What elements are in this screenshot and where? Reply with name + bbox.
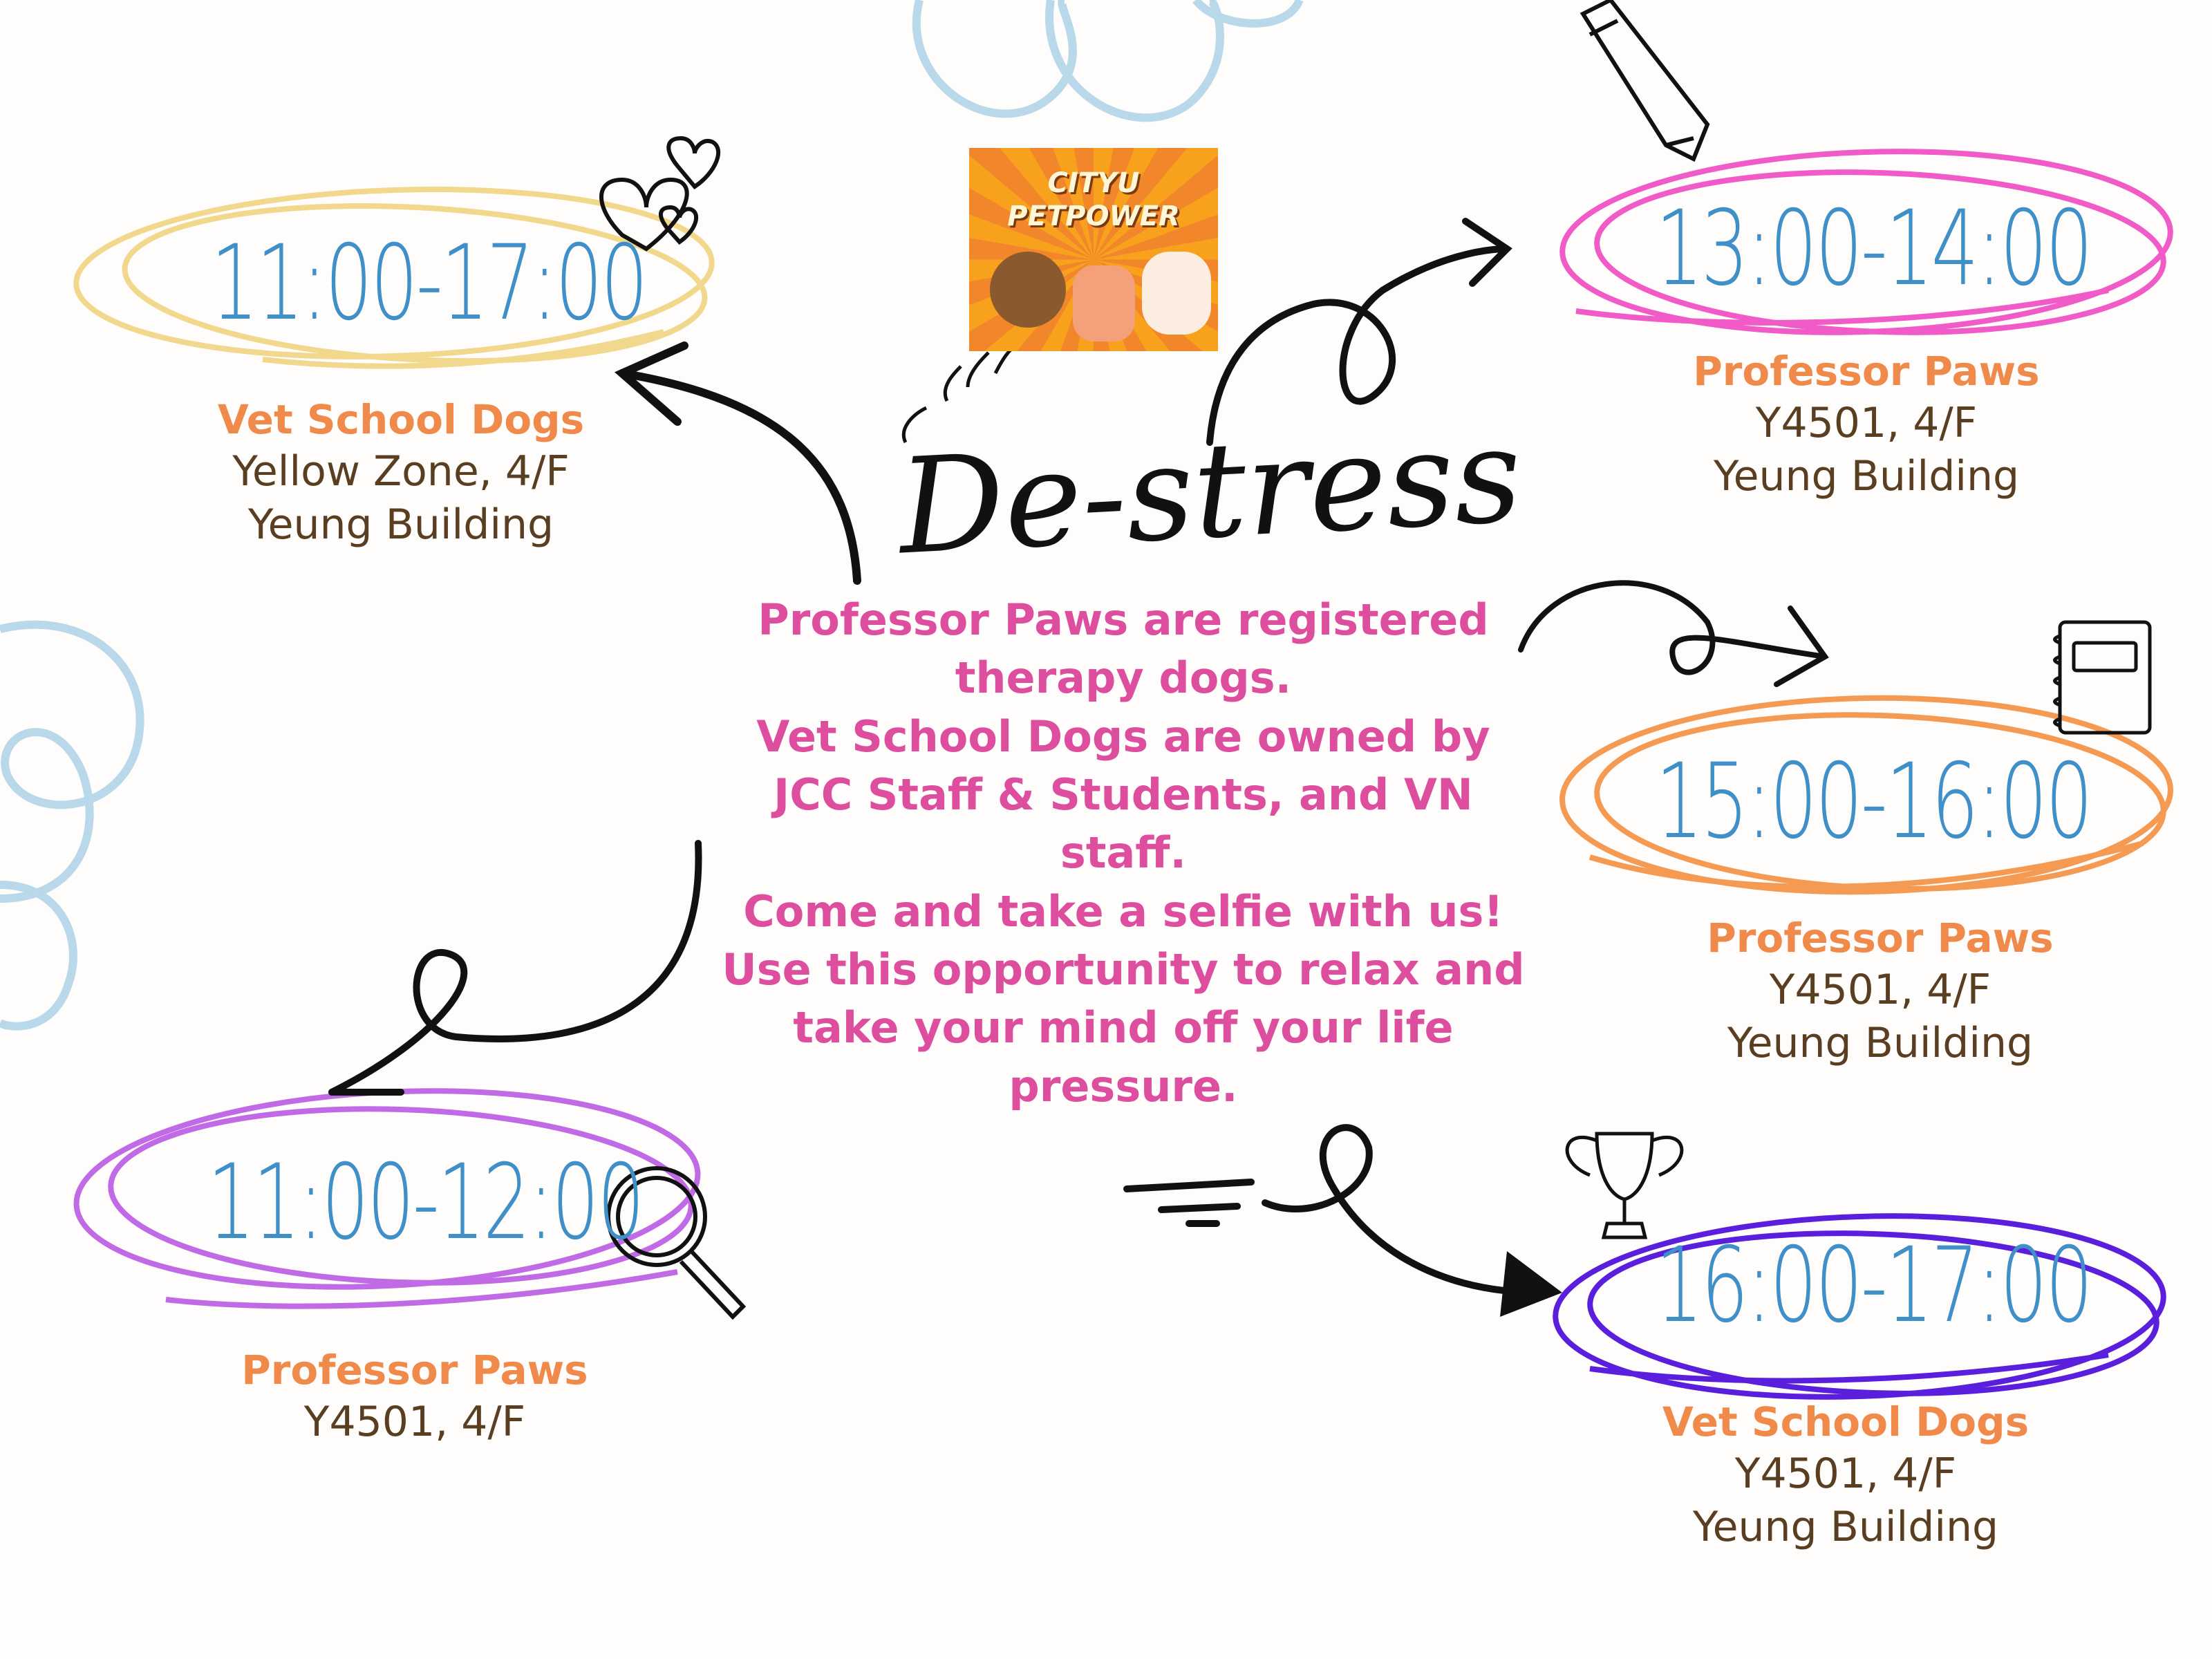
time-slot-1: 11:00-17:00	[211, 223, 648, 344]
ring-yellow	[73, 187, 715, 369]
headline-destress: De-stress	[894, 398, 1526, 584]
time-slot-5: 16:00-17:00	[1656, 1226, 2093, 1346]
slot-1-details: Vet School Dogs Yellow Zone, 4/F Yeung B…	[159, 394, 643, 552]
slot-1-host: Vet School Dogs	[217, 396, 585, 443]
slot-5-room: Y4501, 4/F	[1734, 1450, 1957, 1499]
slot-2-room: Y4501, 4/F	[1755, 399, 1978, 448]
slot-4-room: Y4501, 4/F	[303, 1398, 526, 1447]
slot-4-host: Professor Paws	[241, 1347, 588, 1394]
description: Professor Paws are registered therapy do…	[691, 591, 1555, 1116]
ring-orange	[1559, 695, 2173, 895]
fist-icon	[1073, 265, 1135, 341]
description-line-5: staff.	[1060, 827, 1187, 879]
description-line-3: Vet School Dogs are owned by	[756, 711, 1490, 762]
slot-3-details: Professor Paws Y4501, 4/F Yeung Building	[1631, 912, 2129, 1070]
description-line-4: JCC Staff & Students, and VN	[774, 769, 1473, 820]
hearts-icon	[599, 135, 721, 252]
ring-indigo	[1553, 1213, 2166, 1400]
description-line-7: Use this opportunity to relax and	[722, 944, 1525, 995]
logo-line1: CITYU	[1047, 167, 1140, 199]
arrow-to-bottom-right	[1123, 1124, 1545, 1296]
notebook-icon	[2053, 620, 2152, 735]
description-line-9: pressure.	[1009, 1060, 1238, 1112]
slot-5-building: Yeung Building	[1692, 1503, 1999, 1552]
cityu-petpower-logo: CITYU PETPOWER	[969, 148, 1218, 351]
slot-4-details: Professor Paws Y4501, 4/F	[166, 1344, 664, 1449]
time-slot-4: 11:00-12:00	[207, 1143, 645, 1263]
description-line-2: therapy dogs.	[955, 653, 1292, 704]
arrow-to-middle-right	[1518, 580, 1829, 687]
logo-line2: PETPOWER	[1007, 200, 1180, 232]
slot-3-building: Yeung Building	[1727, 1019, 2034, 1068]
arrowhead-bottom-right	[1500, 1251, 1562, 1317]
description-line-6: Come and take a selfie with us!	[743, 885, 1503, 937]
slot-5-details: Vet School Dogs Y4501, 4/F Yeung Buildin…	[1597, 1396, 2094, 1554]
blue-swirl-left	[0, 620, 144, 1031]
slot-3-room: Y4501, 4/F	[1769, 966, 1991, 1015]
slot-1-building: Yeung Building	[247, 500, 554, 550]
description-line-1: Professor Paws are registered	[758, 594, 1489, 645]
slot-2-details: Professor Paws Y4501, 4/F Yeung Building	[1618, 346, 2115, 503]
slot-2-host: Professor Paws	[1693, 348, 2040, 395]
time-slot-2: 13:00-14:00	[1656, 189, 2093, 309]
slot-1-room: Yellow Zone, 4/F	[232, 447, 570, 496]
paw-icon	[990, 252, 1066, 328]
time-slot-3: 15:00-16:00	[1656, 742, 2093, 862]
description-line-8: take your mind off your life	[793, 1002, 1454, 1053]
magnifier-icon	[606, 1166, 747, 1320]
slot-3-host: Professor Paws	[1707, 915, 2054, 962]
trophy-icon	[1565, 1132, 1684, 1239]
arrow-to-top-right	[1206, 218, 1512, 446]
ring-pink	[1559, 149, 2173, 335]
pencil-icon	[1580, 0, 1710, 162]
blue-swirl-top	[912, 0, 1304, 122]
paw-icon-white	[1142, 252, 1211, 335]
slot-2-building: Yeung Building	[1713, 452, 2020, 501]
arrow-to-top-left	[614, 341, 861, 585]
slot-5-host: Vet School Dogs	[1662, 1398, 2030, 1445]
arrow-to-bottom-left	[328, 840, 702, 1096]
